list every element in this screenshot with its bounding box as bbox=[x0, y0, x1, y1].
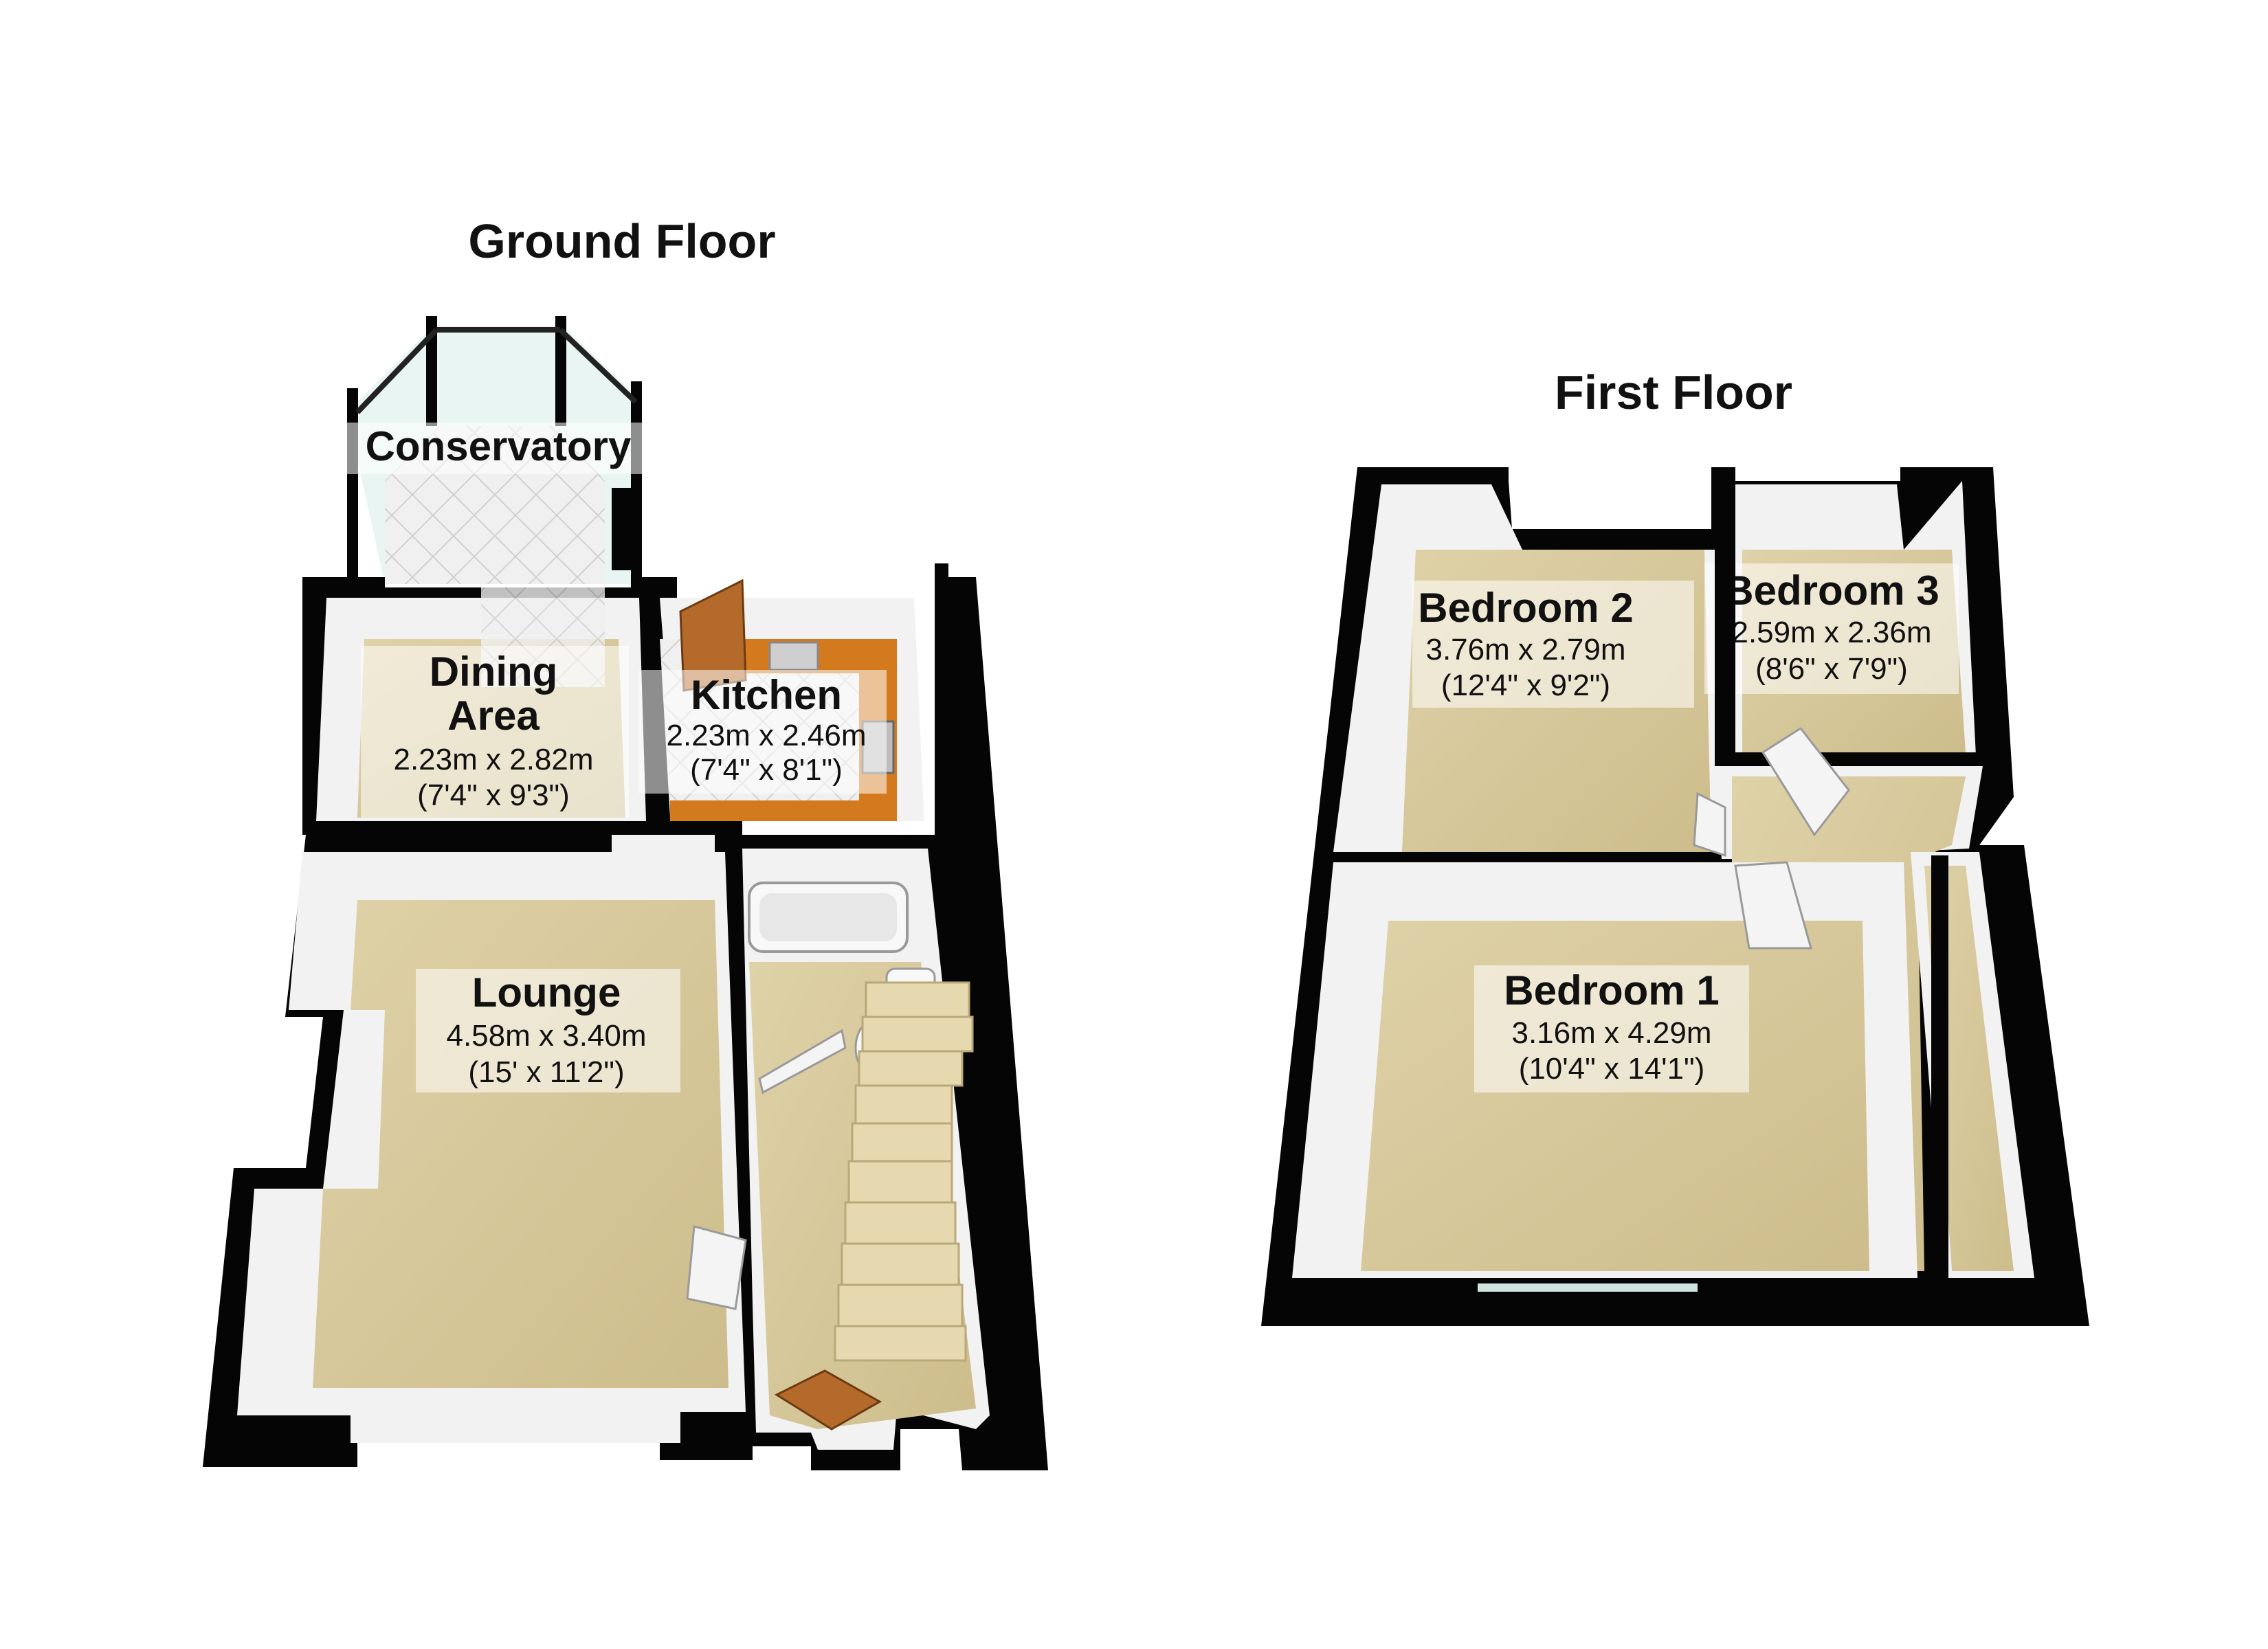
conservatory-name: Conservatory bbox=[366, 423, 632, 469]
ground-floor: Ground Floor Conservatory bbox=[203, 214, 1048, 1470]
stairwell-wall bbox=[1931, 855, 1948, 1288]
lounge-wall-stub bbox=[612, 835, 715, 900]
lounge-dim-metric: 4.58m x 3.40m bbox=[446, 1019, 646, 1053]
dining-name-line2: Area bbox=[447, 693, 540, 739]
bedroom1-dim-metric: 3.16m x 4.29m bbox=[1511, 1016, 1711, 1050]
bedroom1-door bbox=[1734, 861, 1812, 950]
first-floor: First Floor Bedroom 2 3.76m x 2.79m (12'… bbox=[1261, 366, 2089, 1326]
dining-label-bg bbox=[361, 646, 629, 818]
conservatory-post bbox=[347, 388, 358, 587]
bathroom-door bbox=[758, 1029, 847, 1095]
conservatory-frame bbox=[355, 328, 438, 414]
conservatory-door bbox=[612, 488, 632, 570]
conservatory-label-bg bbox=[340, 423, 663, 474]
bedroom1-label-bg bbox=[1474, 965, 1749, 1092]
bath-inner bbox=[759, 893, 897, 941]
ground-floor-title: Ground Floor bbox=[468, 214, 775, 268]
bedroom3-dim-metric: 2.59m x 2.36m bbox=[1731, 616, 1931, 649]
dining-dim-imperial: (7'4" x 9'3") bbox=[417, 778, 570, 812]
bedroom2-name: Bedroom 2 bbox=[1418, 585, 1633, 631]
bedroom1-dim-imperial: (10'4" x 14'1") bbox=[1519, 1052, 1705, 1086]
bedroom3-door bbox=[1761, 727, 1850, 837]
bedroom2-door bbox=[1693, 792, 1726, 857]
dining-name-line1: Dining bbox=[430, 649, 558, 695]
conservatory-post bbox=[631, 381, 642, 587]
kitchen: Kitchen 2.23m x 2.46m (7'4" x 8'1") bbox=[639, 579, 897, 821]
conservatory-post bbox=[555, 316, 566, 426]
bed3-landing-wall bbox=[1715, 752, 1986, 766]
conservatory-frame bbox=[558, 328, 638, 404]
lounge-door bbox=[686, 1225, 747, 1310]
staircase bbox=[834, 981, 974, 1362]
bedroom2-label-bg bbox=[1412, 581, 1694, 708]
conservatory: Conservatory bbox=[340, 316, 663, 587]
bedroom3-dim-imperial: (8'6" x 7'9") bbox=[1755, 652, 1908, 686]
bedroom1-name: Bedroom 1 bbox=[1504, 967, 1719, 1013]
bedroom3-label-bg bbox=[1704, 563, 1959, 694]
bedroom3-name: Bedroom 3 bbox=[1724, 568, 1939, 614]
dining-dim-metric: 2.23m x 2.82m bbox=[393, 743, 593, 776]
kitchen-dim-metric: 2.23m x 2.46m bbox=[666, 719, 866, 752]
lounge-dim-imperial: (15' x 11'2") bbox=[468, 1055, 624, 1089]
bedroom2-dim-imperial: (12'4" x 9'2") bbox=[1441, 669, 1610, 702]
lounge-name: Lounge bbox=[472, 969, 621, 1016]
bedroom1-window bbox=[1478, 1283, 1698, 1292]
bedroom2-dim-metric: 3.76m x 2.79m bbox=[1425, 633, 1625, 666]
lounge-label-bg bbox=[416, 969, 680, 1092]
kitchen-label-bg bbox=[639, 670, 887, 794]
bed2-bed3-divider bbox=[1715, 467, 1735, 763]
kitchen-name: Kitchen bbox=[691, 672, 842, 718]
kitchen-worktop-front bbox=[670, 800, 897, 821]
front-door bbox=[774, 1369, 882, 1431]
first-floor-title: First Floor bbox=[1555, 366, 1792, 419]
conservatory-post bbox=[426, 316, 437, 426]
kitchen-dim-imperial: (7'4" x 8'1") bbox=[690, 753, 843, 787]
kitchen-sink bbox=[768, 641, 819, 671]
